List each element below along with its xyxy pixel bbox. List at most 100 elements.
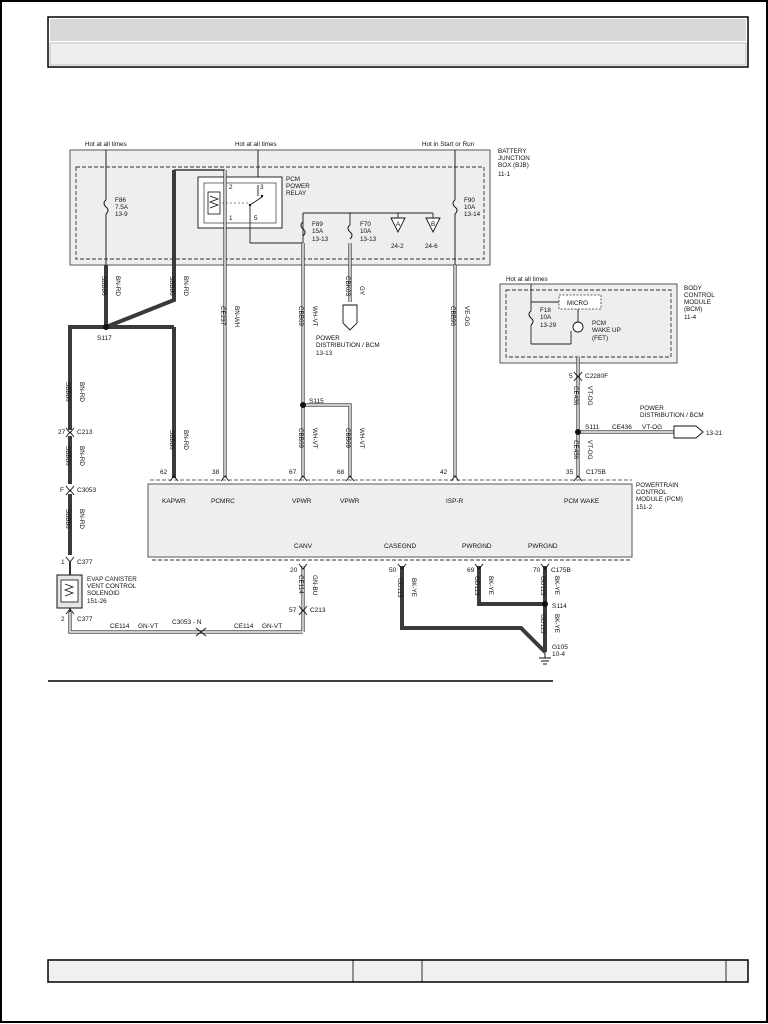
- splice-s115-label: S115: [309, 398, 324, 405]
- c175b-bottom-label: C175B: [551, 567, 571, 574]
- bcm-label-1: BODY: [684, 285, 703, 292]
- wire-gd113-d: GD113: [539, 614, 546, 634]
- relay-wiring: [249, 185, 433, 244]
- ground-g105-icon: [539, 652, 551, 665]
- pcm-pin-ispr: ISP-R: [446, 498, 464, 505]
- c2280f-label: C2280F: [585, 373, 608, 380]
- wire-gnbu: GN-BU: [311, 575, 318, 596]
- evap-label-1: EVAP CANISTER: [87, 576, 137, 583]
- pcm-pin-62: 62: [160, 469, 168, 476]
- wire-gnvt-h1: GN-VT: [138, 623, 158, 630]
- wires-double-inner: [69, 170, 680, 633]
- supply-lines: [105, 150, 456, 265]
- fuse-f86-ref: 13-9: [115, 211, 128, 218]
- splice-s117-label: S117: [97, 335, 112, 342]
- pcm-pin-kapwr: KAPWR: [162, 498, 186, 505]
- wire-ce114-h1: CE114: [110, 623, 130, 630]
- ground-name: G105: [552, 644, 568, 651]
- bcm-label-5: 11-4: [684, 314, 697, 321]
- wire-whvt-b: WH-VT: [311, 428, 318, 449]
- power-dist2-1: POWER: [640, 405, 664, 412]
- bjb-label-2: JUNCTION: [498, 155, 530, 162]
- pcm-bottom-connectors: [298, 563, 550, 570]
- c3053-label: C3053: [77, 487, 97, 494]
- wire-bnrd-c: BN-RD: [78, 382, 85, 402]
- ground-ref: 10-4: [552, 651, 565, 658]
- pcm-label-1: POWERTRAIN: [636, 482, 679, 489]
- pcm-label-3: MODULE (PCM): [636, 496, 683, 503]
- relay-label-3: RELAY: [286, 190, 307, 197]
- fuse-f86: [103, 199, 109, 215]
- ref-b-letter: B: [431, 221, 435, 228]
- splice-s115-dot: [300, 402, 306, 408]
- bcm-label-3: MODULE: [684, 299, 711, 306]
- wake-label-1: PCM: [592, 320, 606, 327]
- wake-label-2: WAKE UP: [592, 327, 621, 334]
- bjb-label-4: 11-1: [498, 171, 511, 178]
- wire-sbb86-a: SBB86: [100, 276, 107, 296]
- footer-box: [47, 959, 749, 983]
- wire-whvt-c: WH-VT: [358, 428, 365, 449]
- bcm-module-box: [499, 283, 678, 364]
- splice-s114-label: S114: [552, 603, 567, 610]
- pcm-pin-20: 20: [290, 567, 298, 574]
- wire-bkye-d: BK-YE: [553, 614, 560, 633]
- fuse-f90-ref: 13-14: [464, 211, 481, 218]
- wire-sbb86-c: SBB86: [64, 382, 71, 402]
- wire-cbk03: CBK03: [344, 276, 351, 296]
- pcm-pin-69: 69: [467, 567, 475, 574]
- relay-pin-5: 5: [254, 215, 258, 222]
- c213-bottom-pin: 57: [289, 607, 297, 614]
- power-dist-terminal: [342, 304, 358, 331]
- pcm-pin-pcmrc: PCMRC: [211, 498, 235, 505]
- header-box: [47, 16, 749, 68]
- wire-bnrd-e: BN-RD: [78, 509, 85, 529]
- wire-sbb86-b: SBB86: [168, 276, 175, 296]
- fuse-f90-id: F90: [464, 197, 475, 204]
- c377-top-pin: 1: [61, 559, 65, 566]
- wire-ce436-a: CE436: [572, 386, 579, 406]
- wire-sbb86-e: SBB86: [64, 509, 71, 529]
- wire-veog: VE-OG: [463, 306, 470, 326]
- bjb-label-3: BOX (BJB): [498, 162, 529, 169]
- splice-s117-dot: [103, 324, 109, 330]
- c3053n-label: C3053 - N: [172, 619, 202, 626]
- fuse-f18: [528, 284, 579, 345]
- pcm-pin-50: 50: [389, 567, 397, 574]
- wire-sbb86-d: SBB86: [64, 446, 71, 466]
- c213-bottom-label: C213: [310, 607, 326, 614]
- fuse-f90: [452, 199, 458, 215]
- wire-gd113-b: GD113: [473, 576, 480, 596]
- wire-gd113-c: GD113: [539, 576, 546, 596]
- pcm-pin-vpwr-1: VPWR: [292, 498, 312, 505]
- fuse-f90-rating: 10A: [464, 204, 476, 211]
- micro-label: MICRO: [567, 300, 588, 307]
- evap-label-4: 151-26: [87, 598, 107, 605]
- wire-cbb90: CBB90: [449, 306, 456, 326]
- pcm-pin-casegnd: CASEGND: [384, 543, 416, 550]
- power-dist-arrow: [673, 425, 704, 439]
- wake-label-3: (FET): [592, 335, 608, 342]
- ref-triangle-a: [390, 213, 406, 234]
- ref-triangle-b: [425, 213, 441, 234]
- pcm-pin-70: 70: [533, 567, 541, 574]
- bcm-label-4: (BCM): [684, 306, 702, 313]
- power-dist-2: DISTRIBUTION / BCM: [316, 342, 380, 349]
- fuse-f86-rating: 7.5A: [115, 204, 129, 211]
- wire-ce114-v: CE114: [297, 575, 304, 594]
- relay-label-2: POWER: [286, 183, 310, 190]
- pcm-power-relay: [197, 176, 283, 229]
- fuse-f70: [347, 224, 353, 240]
- wire-whvt: WH-VT: [311, 306, 318, 327]
- fuse-f89-id: F89: [312, 221, 323, 228]
- supply-mid-label: Hot at all times: [235, 141, 277, 148]
- wire-bnrd-a: BN-RD: [114, 276, 121, 296]
- wire-gy: GY: [358, 286, 365, 296]
- fuse-f89: [300, 221, 306, 237]
- fuse-f70-rating: 10A: [360, 228, 372, 235]
- fuse-f70-id: F70: [360, 221, 371, 228]
- pcm-label-4: 151-2: [636, 504, 653, 511]
- wire-vtog-a: VT-OG: [586, 386, 593, 406]
- bcm-label-2: CONTROL: [684, 292, 715, 299]
